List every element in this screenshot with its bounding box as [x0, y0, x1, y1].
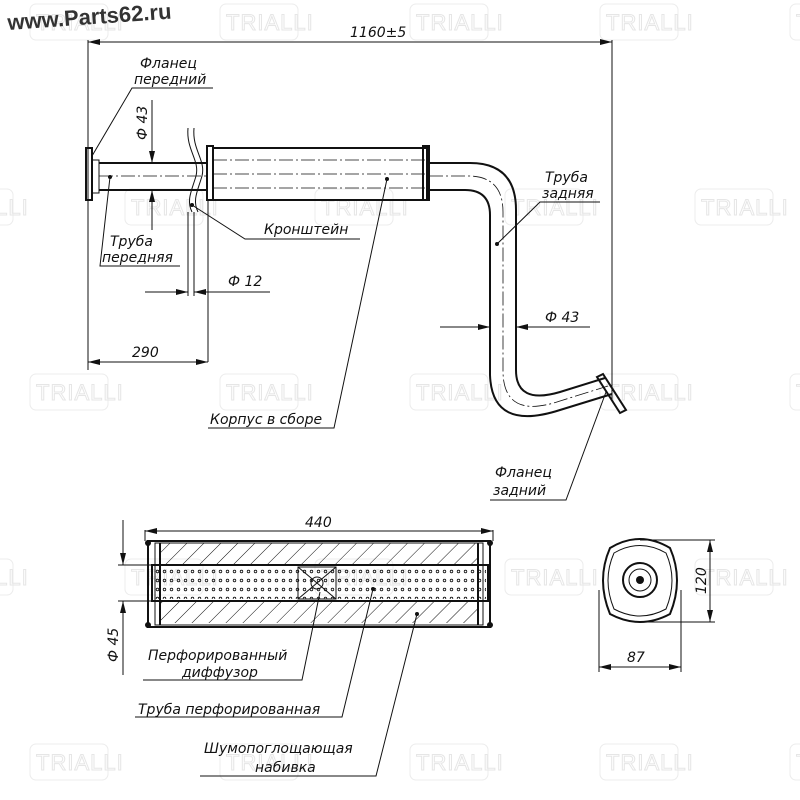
watermark-text: TRIALLI: [416, 750, 504, 775]
watermark-frame: [504, 188, 584, 226]
watermark-text: TRIALLI: [796, 10, 800, 35]
body-length-dim: 440: [144, 515, 494, 541]
diffuser-label-2: диффузор: [181, 665, 258, 681]
watermark-frame: [29, 3, 109, 41]
watermarks: TRIALLI TRIALLI TRIALLI TRIALLI TRIALLI TRIAL…: [0, 3, 800, 781]
rear-flange-callout: Фланец задний: [490, 391, 607, 501]
rear-pipe-diameter-label: Ф 43: [545, 310, 579, 326]
watermark-text: TRIALLI: [796, 380, 800, 405]
watermark-frame: [409, 743, 489, 781]
watermark-frame: [219, 743, 299, 781]
watermark-frame: [219, 373, 299, 411]
watermark-text: TRIALLI: [36, 10, 124, 35]
watermark-frame: [789, 3, 800, 41]
inner-pipe-diameter-label: Ф 45: [106, 628, 122, 662]
body-width-label: 87: [627, 650, 645, 666]
watermark-text: TRIALLI: [701, 195, 789, 220]
front-length-dim: 290: [88, 345, 208, 365]
front-pipe-callout: Труба передняя: [99, 176, 180, 267]
diffuser-callout: Перфорированный диффузор: [143, 591, 321, 681]
watermark-text: TRIALLI: [606, 750, 694, 775]
muffler-body: [206, 145, 430, 201]
bracket-callout: Кронштейн: [191, 204, 360, 240]
watermark-text: TRIALLI: [701, 565, 789, 590]
front-flange: [85, 147, 100, 201]
watermark-text: TRIALLI: [511, 565, 599, 590]
body-assembly-callout: Корпус в сборе: [208, 178, 388, 429]
front-pipe-label-2: передняя: [102, 250, 173, 266]
bracket-diameter-label: Ф 12: [228, 274, 262, 290]
watermark-text: TRIALLI: [36, 750, 124, 775]
watermark-frame: [0, 188, 14, 226]
watermark-frame: [789, 373, 800, 411]
watermark-frame: [0, 558, 14, 596]
body-height-label: 120: [694, 567, 710, 594]
rear-flange-label-1: Фланец: [495, 465, 552, 481]
watermark-text: TRIALLI: [226, 380, 314, 405]
watermark-frame: [599, 743, 679, 781]
front-flange-callout: Фланец передний: [91, 56, 213, 157]
rear-pipe-diameter-dim: Ф 43: [440, 310, 590, 330]
watermark-text: TRIALLI: [416, 10, 504, 35]
muffler-section-view: [145, 540, 493, 628]
watermark-text: TRIALLI: [796, 750, 800, 775]
overall-dimension: 1160±5: [87, 25, 613, 400]
watermark-text: TRIALLI: [36, 380, 124, 405]
front-pipe-diameter-dim: Ф 43: [135, 100, 155, 230]
front-pipe-diameter-label: Ф 43: [135, 106, 151, 140]
watermark-frame: [599, 3, 679, 41]
watermark-text: TRIALLI: [226, 10, 314, 35]
watermark-frame: [599, 373, 679, 411]
perforated-pipe-label: Труба перфорированная: [138, 702, 320, 718]
watermark-text: TRIALLI: [226, 750, 314, 775]
watermark-text: TRIALLI: [321, 195, 409, 220]
watermark-text: TRIALLI: [606, 380, 694, 405]
watermark-frame: [789, 743, 800, 781]
watermark-frame: [314, 188, 394, 226]
rear-pipe-label-2: задняя: [542, 186, 594, 202]
rear-flange-label-2: задний: [493, 483, 546, 499]
bracket: [187, 127, 209, 362]
diffuser-label-1: Перфорированный: [148, 648, 287, 664]
front-pipe: [99, 162, 208, 191]
watermark-text: TRIALLI: [131, 195, 219, 220]
sound-fill-callout: Шумопоглощающая набивка: [200, 613, 418, 777]
front-flange-label-2: передний: [134, 72, 206, 88]
sound-fill-label-1: Шумопоглощающая: [204, 741, 353, 757]
overall-length-label: 1160±5: [350, 25, 406, 41]
watermark-text: TRIALLI: [0, 195, 29, 220]
front-pipe-label-1: Труба: [110, 234, 153, 250]
watermark-frame: [694, 558, 774, 596]
sound-fill-label-2: набивка: [255, 760, 316, 776]
watermark-frame: [694, 188, 774, 226]
bracket-diameter-dim: Ф 12: [145, 274, 270, 295]
perforated-pipe-callout: Труба перфорированная: [135, 588, 374, 718]
front-flange-label-1: Фланец: [140, 56, 197, 72]
watermark-text: TRIALLI: [416, 380, 504, 405]
watermark-text: TRIALLI: [0, 565, 29, 590]
watermark-frame: [504, 558, 584, 596]
muffler-end-view: 120 87: [598, 538, 715, 672]
bracket-label: Кронштейн: [264, 222, 348, 238]
watermark-frame: [29, 373, 109, 411]
watermark-frame: [29, 743, 109, 781]
rear-pipe: [429, 162, 628, 418]
body-length-label: 440: [305, 515, 332, 531]
rear-pipe-callout: Труба задняя: [496, 170, 600, 245]
front-length-label: 290: [132, 345, 159, 361]
body-assembly-label: Корпус в сборе: [210, 412, 322, 428]
watermark-text: TRIALLI: [606, 10, 694, 35]
rear-pipe-label-1: Труба: [545, 170, 588, 186]
watermark-frame: [409, 373, 489, 411]
inner-pipe-diameter-dim: Ф 45: [106, 520, 155, 675]
